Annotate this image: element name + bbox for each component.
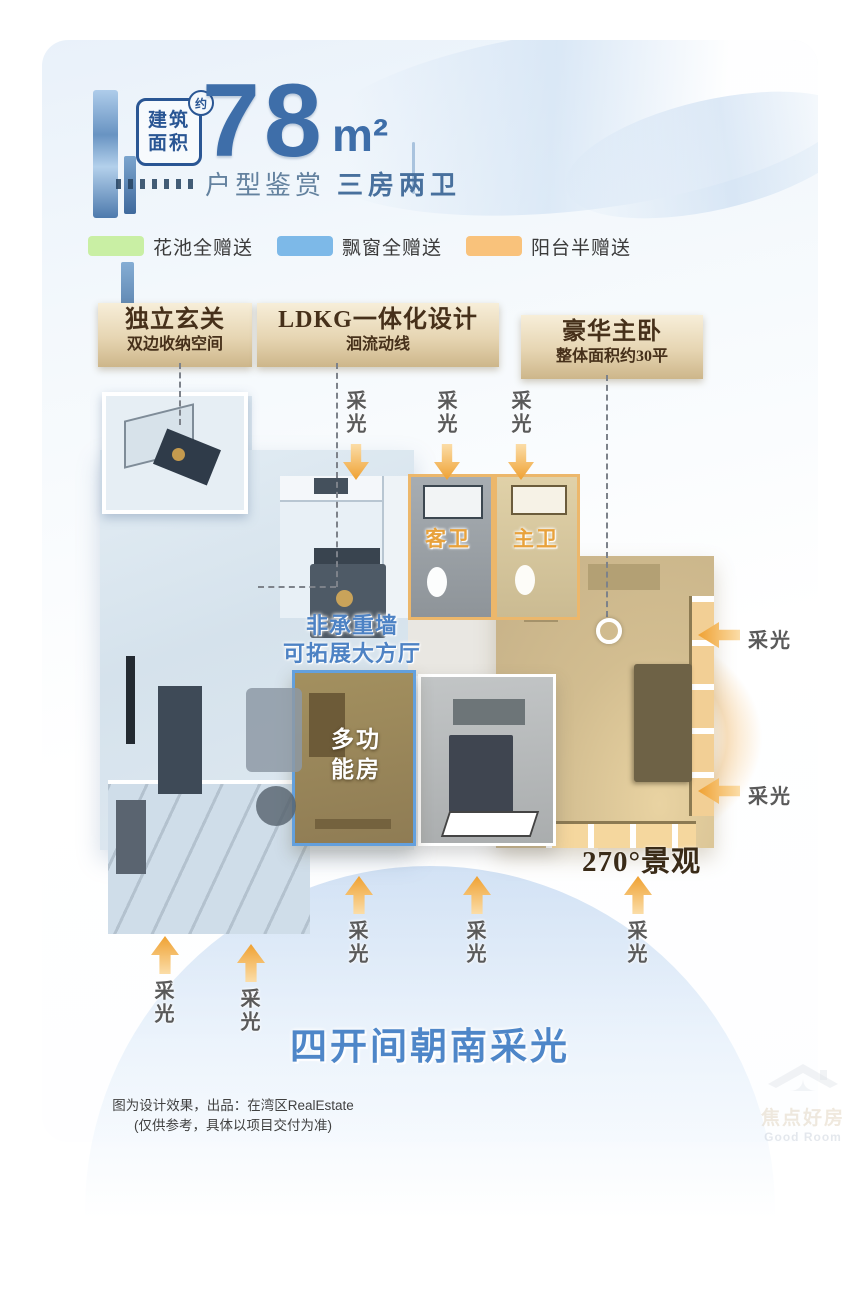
desk <box>309 693 345 757</box>
callout-entry-title: 独立玄关 <box>125 307 225 333</box>
watermark: 焦点好房 Good Room <box>748 1064 858 1144</box>
second-window <box>440 811 540 837</box>
wall-note-line1: 非承重墙 <box>305 613 398 638</box>
guest-bathroom: 客卫 <box>408 474 494 620</box>
toilet <box>427 567 447 597</box>
shower-pan <box>423 485 483 519</box>
range-hood <box>314 478 348 494</box>
light-label-top-3: 采光 <box>508 390 530 436</box>
footer-disclaimer: 图为设计效果，出品：在湾区RealEstate (仅供参考，具体以项目交付为准) <box>58 1096 408 1135</box>
toilet <box>515 565 535 595</box>
sofa <box>246 688 302 772</box>
floorplan: 客卫 主卫 多功能房 <box>100 388 720 936</box>
leader-line-entry <box>179 363 181 425</box>
callout-master-subtitle: 整体面积约30平 <box>555 347 668 365</box>
tv-cabinet <box>158 686 202 794</box>
legend-label-balcony: 阳台半赠送 <box>531 237 632 259</box>
light-label-right-2: 采光 <box>748 786 792 808</box>
legend-label-baywindow: 飘窗全赠送 <box>342 237 443 259</box>
series-label: 户型鉴赏 <box>205 170 326 200</box>
callout-entry: 独立玄关 双边收纳空间 <box>98 303 252 367</box>
multi-room-label: 多功能房 <box>331 726 381 782</box>
legend-swatch-baywindow <box>277 236 334 256</box>
light-label-top-1: 采光 <box>343 390 365 436</box>
table-plate <box>336 590 353 607</box>
layout-label: 三房两卫 <box>337 170 462 200</box>
kitchen <box>280 476 408 618</box>
light-label-bottom-2: 采光 <box>463 920 485 966</box>
legend-swatch-flowerpool <box>88 236 144 256</box>
guest-bath-label: 客卫 <box>425 528 471 551</box>
tick-marks-decoration <box>116 179 196 189</box>
watermark-en: Good Room <box>764 1130 842 1144</box>
master-window-south <box>546 821 696 848</box>
callout-ldkg-subtitle: 洄流动线 <box>345 335 410 353</box>
light-label-top-2: 采光 <box>434 390 456 436</box>
callout-entry-subtitle: 双边收纳空间 <box>126 335 223 353</box>
master-bed <box>634 664 692 782</box>
callout-master-title: 豪华主卧 <box>562 319 662 345</box>
watermark-cn: 焦点好房 <box>760 1108 845 1129</box>
legend: 花池全赠送 飘窗全赠送 阳台半赠送 <box>88 232 655 260</box>
coffee-table <box>256 786 296 826</box>
footer-line2: (仅供参考，具体以项目交付为准) <box>134 1117 332 1133</box>
divider-line <box>412 142 415 194</box>
area-badge-line2: 面积 <box>147 133 190 154</box>
entry-console <box>152 428 222 486</box>
leader-line-ldkg-h <box>258 586 336 588</box>
area-badge-line1: 建筑 <box>147 109 190 131</box>
kitchen-counter <box>382 476 408 618</box>
header-subtitle: 户型鉴赏三房两卫 <box>205 165 461 202</box>
footer-line1: 图为设计效果，出品：在湾区RealEstate <box>112 1098 354 1113</box>
area-value: 78 <box>202 63 326 179</box>
light-label-right-1: 采光 <box>748 630 792 652</box>
house-roof-icon <box>768 1064 838 1091</box>
light-label-bottom-4: 采光 <box>151 980 173 1026</box>
leader-line-master <box>606 375 608 617</box>
master-dresser <box>588 564 660 590</box>
second-wardrobe <box>453 699 525 725</box>
light-label-bottom-1: 采光 <box>345 920 367 966</box>
callout-ldkg: LDKG一体化设计 洄流动线 <box>257 303 499 367</box>
multi-function-room: 多功能房 <box>292 670 416 846</box>
master-bath-label: 主卫 <box>513 528 559 551</box>
shelf <box>315 819 391 829</box>
light-label-bottom-3: 采光 <box>624 920 646 966</box>
dining-chairs <box>314 548 380 564</box>
master-bathroom: 主卫 <box>494 474 580 620</box>
corridor <box>408 620 508 676</box>
callout-ldkg-title: LDKG一体化设计 <box>278 307 478 333</box>
leader-ring-master <box>596 618 622 644</box>
second-bedroom <box>418 674 556 846</box>
legend-swatch-balcony <box>466 236 523 256</box>
entry-closeup-inset <box>102 392 248 514</box>
brush-stroke-decoration <box>93 90 118 218</box>
view-270-label: 270°景观 <box>582 846 702 878</box>
wall-note-line2: 可拓展大方厅 <box>282 640 421 666</box>
entry-decor-plate <box>172 448 185 461</box>
leader-line-ldkg <box>336 363 338 587</box>
light-label-bottom-5: 采光 <box>237 988 259 1034</box>
approx-circle: 约 <box>188 90 214 116</box>
shower-pan <box>511 485 567 515</box>
callout-master: 豪华主卧 整体面积约30平 <box>521 315 703 379</box>
wall-note: 非承重墙 可拓展大方厅 <box>262 612 442 667</box>
laundry-unit <box>116 800 146 874</box>
tv-screen <box>126 656 135 744</box>
legend-label-flowerpool: 花池全赠送 <box>153 237 254 259</box>
area-unit: m² <box>332 109 389 161</box>
south-facing-banner: 四开间朝南采光 <box>290 1027 570 1068</box>
